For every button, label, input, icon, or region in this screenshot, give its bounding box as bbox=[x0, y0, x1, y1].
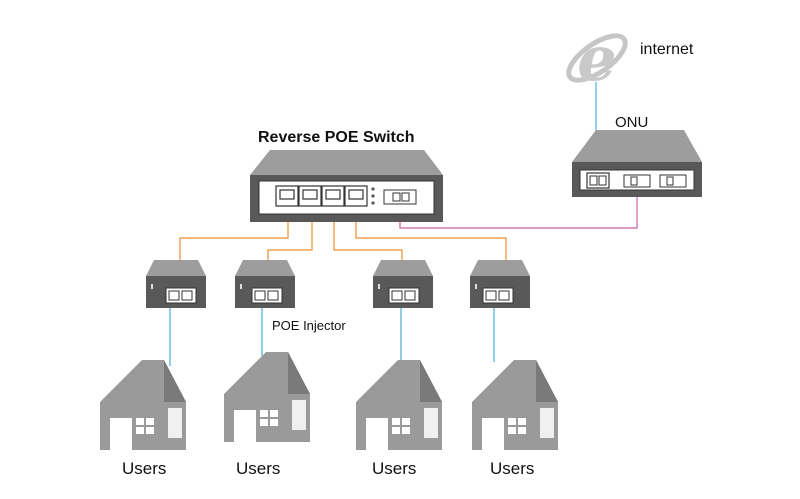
house-icon bbox=[224, 352, 310, 442]
users-label-1: Users bbox=[122, 459, 166, 478]
internet-explorer-icon: e bbox=[566, 22, 628, 95]
onu-label: ONU bbox=[615, 114, 648, 131]
switch-label: Reverse POE Switch bbox=[258, 129, 415, 146]
cable-switch-injector-3 bbox=[333, 202, 403, 264]
house-icon bbox=[100, 360, 186, 450]
house-icon bbox=[356, 360, 442, 450]
reverse-poe-switch bbox=[250, 150, 443, 222]
svg-text:e: e bbox=[577, 22, 616, 95]
switch-ports bbox=[275, 185, 368, 207]
poe-injector-4 bbox=[470, 260, 530, 308]
poe-injector-label: POE Injector bbox=[272, 318, 346, 333]
users-label-4: Users bbox=[490, 459, 534, 478]
users-label-2: Users bbox=[236, 459, 280, 478]
internet-label: internet bbox=[640, 41, 694, 58]
cable-switch-injector-2 bbox=[267, 202, 313, 264]
poe-injector-3 bbox=[373, 260, 433, 308]
house-icon bbox=[472, 360, 558, 450]
cables bbox=[169, 82, 638, 366]
users-label-3: Users bbox=[372, 459, 416, 478]
poe-injector-2 bbox=[235, 260, 295, 308]
onu-device: ONU bbox=[572, 114, 702, 197]
poe-injector-1 bbox=[146, 260, 206, 308]
